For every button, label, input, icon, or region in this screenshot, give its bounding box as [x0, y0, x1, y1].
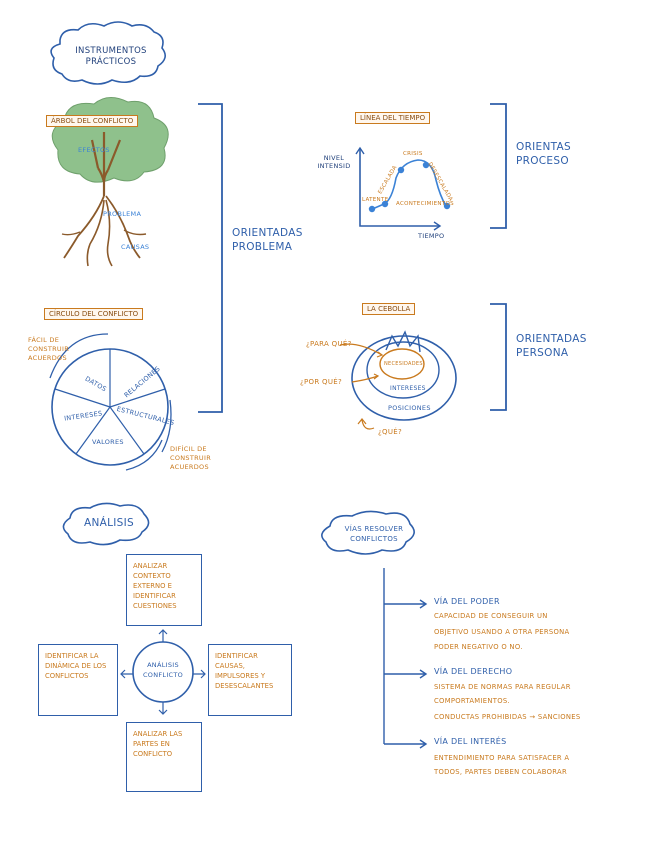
- bracket-proceso: [490, 103, 507, 229]
- via-derecho-line-1: Sistema de normas para regular: [434, 683, 571, 691]
- group-orientas-proceso: Orientas proceso: [516, 141, 571, 167]
- via-derecho-line-2: comportamientos.: [434, 697, 510, 705]
- cebolla-para-que: ¿Para qué?: [306, 340, 352, 348]
- vias-title: Vías resolver conflictos: [344, 525, 404, 543]
- circulo-label: Círculo del conflicto: [44, 308, 144, 320]
- cebolla-que: ¿Qué?: [378, 428, 402, 436]
- linea-ylabel: Nivel intensid: [317, 154, 351, 170]
- via-derecho-line-3: Conductas prohibidas → sanciones: [434, 713, 581, 721]
- group-orientadas-persona: Orientadas persona: [516, 333, 587, 359]
- via-poder-line-2: objetivo usando a otra persona: [434, 628, 570, 636]
- title-cloud: [50, 21, 166, 85]
- circulo-dificil-label: Difícil de construir acuerdos: [170, 445, 212, 471]
- via-poder-line-3: poder negativo o no.: [434, 643, 523, 651]
- vias-branches: [383, 568, 428, 749]
- linea-point-latente: Latente: [362, 197, 389, 203]
- via-poder-line-1: Capacidad de conseguir un: [434, 612, 548, 620]
- group-orientadas-problema: Orientadas problema: [232, 227, 303, 253]
- analisis-box-right: Identificar causas, impulsores y desesca…: [208, 644, 292, 716]
- via-interes-line-2: todos, partes deben colaborar: [434, 768, 568, 776]
- analisis-box-top: Analizar contexto externo e identificar …: [126, 554, 202, 626]
- cebolla-necesidades: Necesidades: [384, 361, 423, 367]
- linea-label: Línea del tiempo: [355, 112, 431, 124]
- via-interes-line-1: Entendimiento para satisfacer a: [434, 754, 570, 762]
- via-derecho-name: Vía del derecho: [434, 667, 513, 676]
- analisis-center-text: Análisis conflicto: [142, 661, 184, 679]
- linea-point-acontecimientos: Acontecimientos: [396, 201, 454, 207]
- cebolla-intereses: Intereses: [390, 385, 426, 392]
- bracket-problema: [198, 103, 223, 413]
- circulo-facil-label: Fácil de construir acuerdos: [28, 336, 70, 362]
- timeline-chart: [355, 146, 451, 231]
- onion-diagram: [339, 330, 457, 430]
- tree-problema-label: Problema: [103, 210, 142, 218]
- via-interes-name: Vía del interés: [434, 737, 507, 746]
- bracket-persona: [490, 303, 507, 411]
- vias-cloud: [321, 510, 415, 555]
- analisis-box-left: Identificar la dinámica de los conflicto…: [38, 644, 118, 716]
- analisis-title: Análisis: [84, 517, 134, 529]
- circulo-segment-valores: Valores: [92, 438, 124, 446]
- conflict-circle: [49, 333, 172, 471]
- tree-causas-label: Causas: [121, 243, 150, 251]
- analisis-arrows: [120, 629, 206, 715]
- linea-xlabel: Tiempo: [418, 232, 445, 240]
- cebolla-label: La cebolla: [362, 303, 416, 315]
- cebolla-por-que: ¿Por qué?: [300, 378, 343, 386]
- via-poder-name: Vía del poder: [434, 597, 500, 606]
- tree-efectos-label: Efectos: [78, 146, 110, 154]
- analisis-box-bottom: Analizar las partes en conflicto: [126, 722, 202, 792]
- linea-point-crisis: Crisis: [403, 151, 423, 157]
- analisis-cloud: [62, 502, 150, 546]
- arbol-label: Árbol del conflicto: [46, 115, 139, 127]
- cebolla-posiciones: Posiciones: [388, 404, 431, 412]
- page-title: Instrumentos prácticos: [75, 46, 147, 67]
